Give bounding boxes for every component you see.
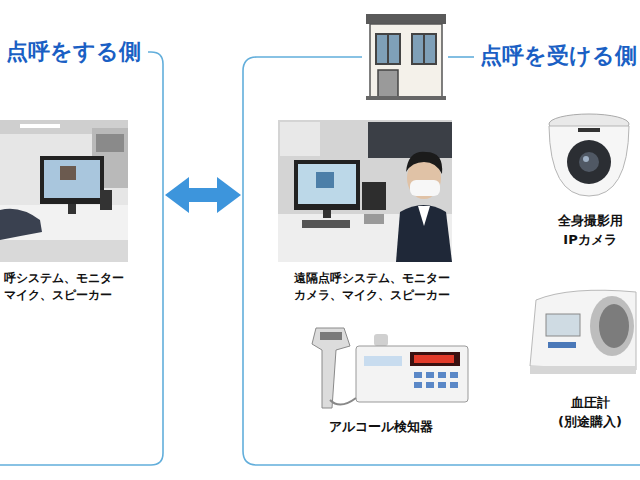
building-icon [366, 14, 446, 100]
item-caption: 呼システム、モニター マイク、スピーカー [4, 270, 130, 305]
panel-outline [0, 52, 163, 465]
item-caption: 全身撮影用 IPカメラ [552, 212, 628, 250]
panel-region: 点呼をする側 [0, 52, 163, 465]
ip-camera [549, 114, 629, 196]
double-arrow [165, 177, 241, 213]
panel-outline [243, 57, 640, 465]
blood-pressure-monitor [530, 290, 636, 374]
office-photo [0, 120, 128, 262]
panel-title: 点呼を受ける側 [476, 41, 640, 71]
operator-photo [278, 120, 452, 262]
panel-title: 点呼をする側 [2, 37, 145, 67]
item-caption: 遠隔点呼システム、モニター カメラ、マイク、スピーカー [294, 270, 456, 305]
item-caption: 血圧計 (別途購入) [552, 394, 628, 432]
panel-outline [448, 56, 474, 58]
item-caption: アルコール検知器 [306, 418, 456, 437]
alcohol-detector [312, 328, 468, 408]
